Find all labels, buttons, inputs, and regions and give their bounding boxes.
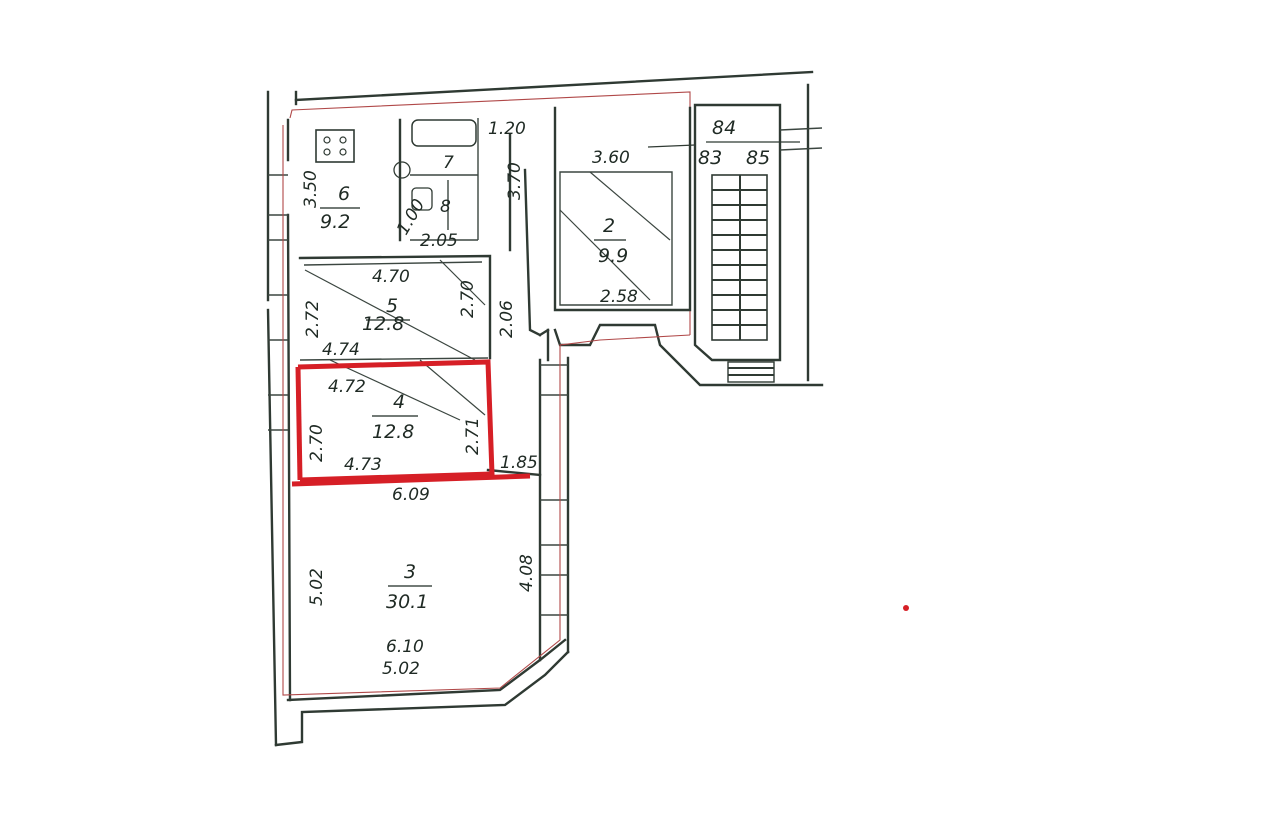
room-4-area: 12.8 <box>372 421 414 443</box>
highlighted-room-4[interactable] <box>291 359 531 487</box>
dim-3-50: 3.50 <box>301 170 321 208</box>
dim-5-02a: 5.02 <box>307 568 327 606</box>
fixtures <box>315 119 477 211</box>
dim-2-58: 2.58 <box>600 287 638 307</box>
dim-4-74: 4.74 <box>322 340 360 360</box>
apartment-84: 84 <box>712 117 736 139</box>
highlight-outline <box>297 359 495 483</box>
room-7-number: 7 <box>443 153 454 173</box>
room-6-number: 6 <box>338 183 350 205</box>
apartment-85: 85 <box>746 147 770 169</box>
dim-3-60: 3.60 <box>592 148 630 168</box>
dim-4-73: 4.73 <box>344 455 382 475</box>
dim-1-85: 1.85 <box>500 453 538 473</box>
room-2-area: 9.9 <box>598 245 628 267</box>
room-5-area: 12.8 <box>362 313 404 335</box>
interior-walls <box>298 83 810 477</box>
dimension-labels: 3.60 2.58 1.20 3.70 3.50 2.05 1.00 4.70 … <box>301 119 696 679</box>
dim-2-05: 2.05 <box>420 231 458 251</box>
dim-5-02b: 5.02 <box>382 659 420 679</box>
hatching <box>304 171 671 421</box>
room-2-number: 2 <box>603 215 615 237</box>
room-6-area: 9.2 <box>320 211 350 233</box>
dim-3-70: 3.70 <box>505 162 525 200</box>
dim-6-10: 6.10 <box>386 637 424 657</box>
highlight-left-line <box>295 366 303 481</box>
toilet-icon <box>411 187 433 211</box>
red-dot-mark <box>903 605 909 611</box>
dim-2-70b: 2.70 <box>307 424 327 462</box>
sink-icon <box>393 161 411 179</box>
dim-2-72: 2.72 <box>303 300 323 338</box>
dim-4-70: 4.70 <box>372 267 410 287</box>
dim-2-71: 2.71 <box>463 417 483 455</box>
room-labels: 2 9.9 3 30.1 4 12.8 5 12.8 6 9.2 7 8 <box>320 153 628 613</box>
dim-2-06: 2.06 <box>497 300 517 338</box>
room-8-number: 8 <box>440 197 451 217</box>
highlight-bottom-line <box>291 473 531 487</box>
dim-6-09: 6.09 <box>392 485 430 505</box>
exterior-walls <box>266 70 824 747</box>
dim-2-70a: 2.70 <box>458 280 478 318</box>
room-3-number: 3 <box>404 561 416 583</box>
stove-icon <box>315 129 355 163</box>
staircase <box>711 127 823 383</box>
dim-1-20: 1.20 <box>488 119 526 139</box>
dim-4-72: 4.72 <box>328 377 366 397</box>
room-4-number: 4 <box>393 391 405 413</box>
dim-4-08: 4.08 <box>517 554 537 592</box>
bathtub-icon <box>411 119 477 147</box>
room-3-area: 30.1 <box>386 591 428 613</box>
apartment-83: 83 <box>698 147 722 169</box>
apartment-numbers: 84 83 85 <box>698 117 800 169</box>
room-5-number: 5 <box>386 295 398 317</box>
